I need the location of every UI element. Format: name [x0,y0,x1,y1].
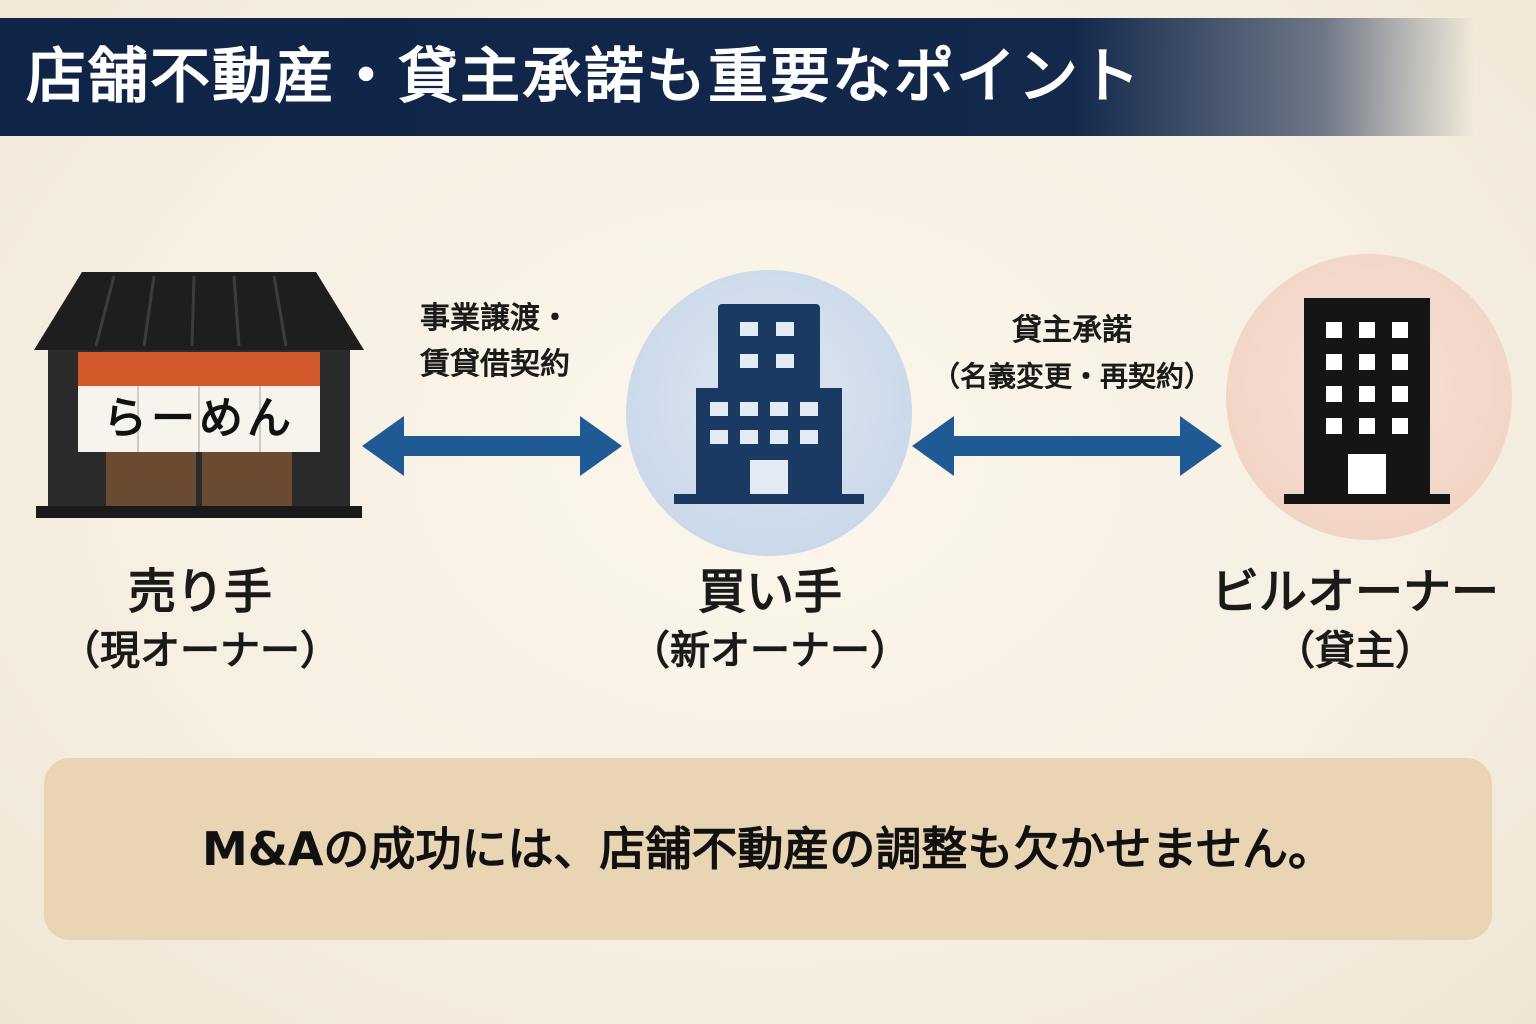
title-bar: 店舗不動産・貸主承諾も重要なポイント [0,18,1536,136]
buyer-title: 買い手 [697,564,842,620]
ramen-shop-icon [34,272,364,518]
edge-left-line2: 賃貸借契約 [420,347,570,382]
seller-label: 売り手 （現オーナー） [20,562,380,680]
buyer-subtitle: （新オーナー） [630,628,910,674]
seller-subtitle: （現オーナー） [60,628,340,674]
edge-right-line1: 貸主承諾 [1012,313,1132,348]
landlord-title: ビルオーナー [1210,564,1499,620]
edge-left-line1: 事業譲渡・ [420,301,570,336]
footer-message: M&Aの成功には、店舗不動産の調整も欠かせません。 [201,822,1335,876]
shop-sign-text: らーめん [103,393,295,444]
office-building-icon [674,304,864,504]
tall-building-icon [1284,298,1450,504]
double-arrow-left-icon [362,416,622,476]
page-title: 店舗不動産・貸主承諾も重要なポイント [26,42,1142,112]
footer-box: M&Aの成功には、店舗不動産の調整も欠かせません。 [44,758,1492,940]
landlord-subtitle: （貸主） [1275,628,1435,674]
landlord-label: ビルオーナー （貸主） [1180,562,1530,680]
buyer-label: 買い手 （新オーナー） [590,562,950,680]
edge-left-label: 事業譲渡・ 賃貸借契約 [360,296,630,388]
edge-right-line2: （名義変更・再契約） [931,360,1212,393]
edge-right-label: 貸主承諾 （名義変更・再契約） [912,308,1232,400]
double-arrow-right-icon [912,416,1222,476]
seller-title: 売り手 [127,564,272,620]
